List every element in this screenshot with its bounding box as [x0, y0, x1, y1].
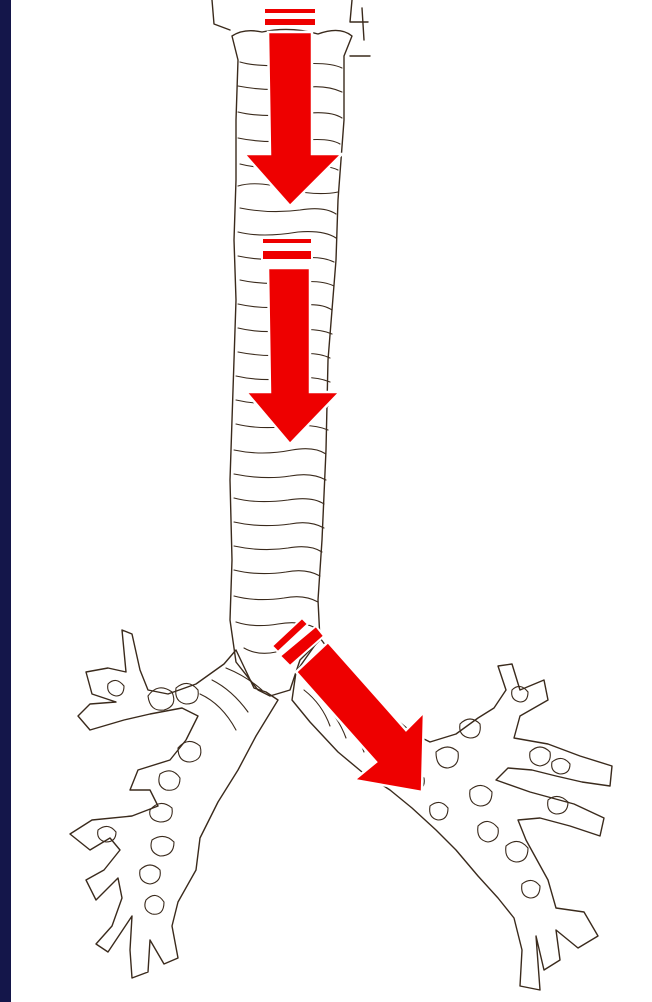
left-bronchus — [70, 630, 278, 978]
arrow-stripe — [262, 250, 312, 260]
right-bronchus-arrow — [272, 618, 424, 792]
arrow-stripe — [264, 18, 316, 26]
arrow-stripe — [262, 238, 312, 244]
arrow-shape — [244, 32, 342, 206]
trachea-upper-arrow — [244, 8, 342, 206]
arrow-stripe — [264, 8, 316, 14]
trachea-lower-arrow — [246, 238, 340, 444]
